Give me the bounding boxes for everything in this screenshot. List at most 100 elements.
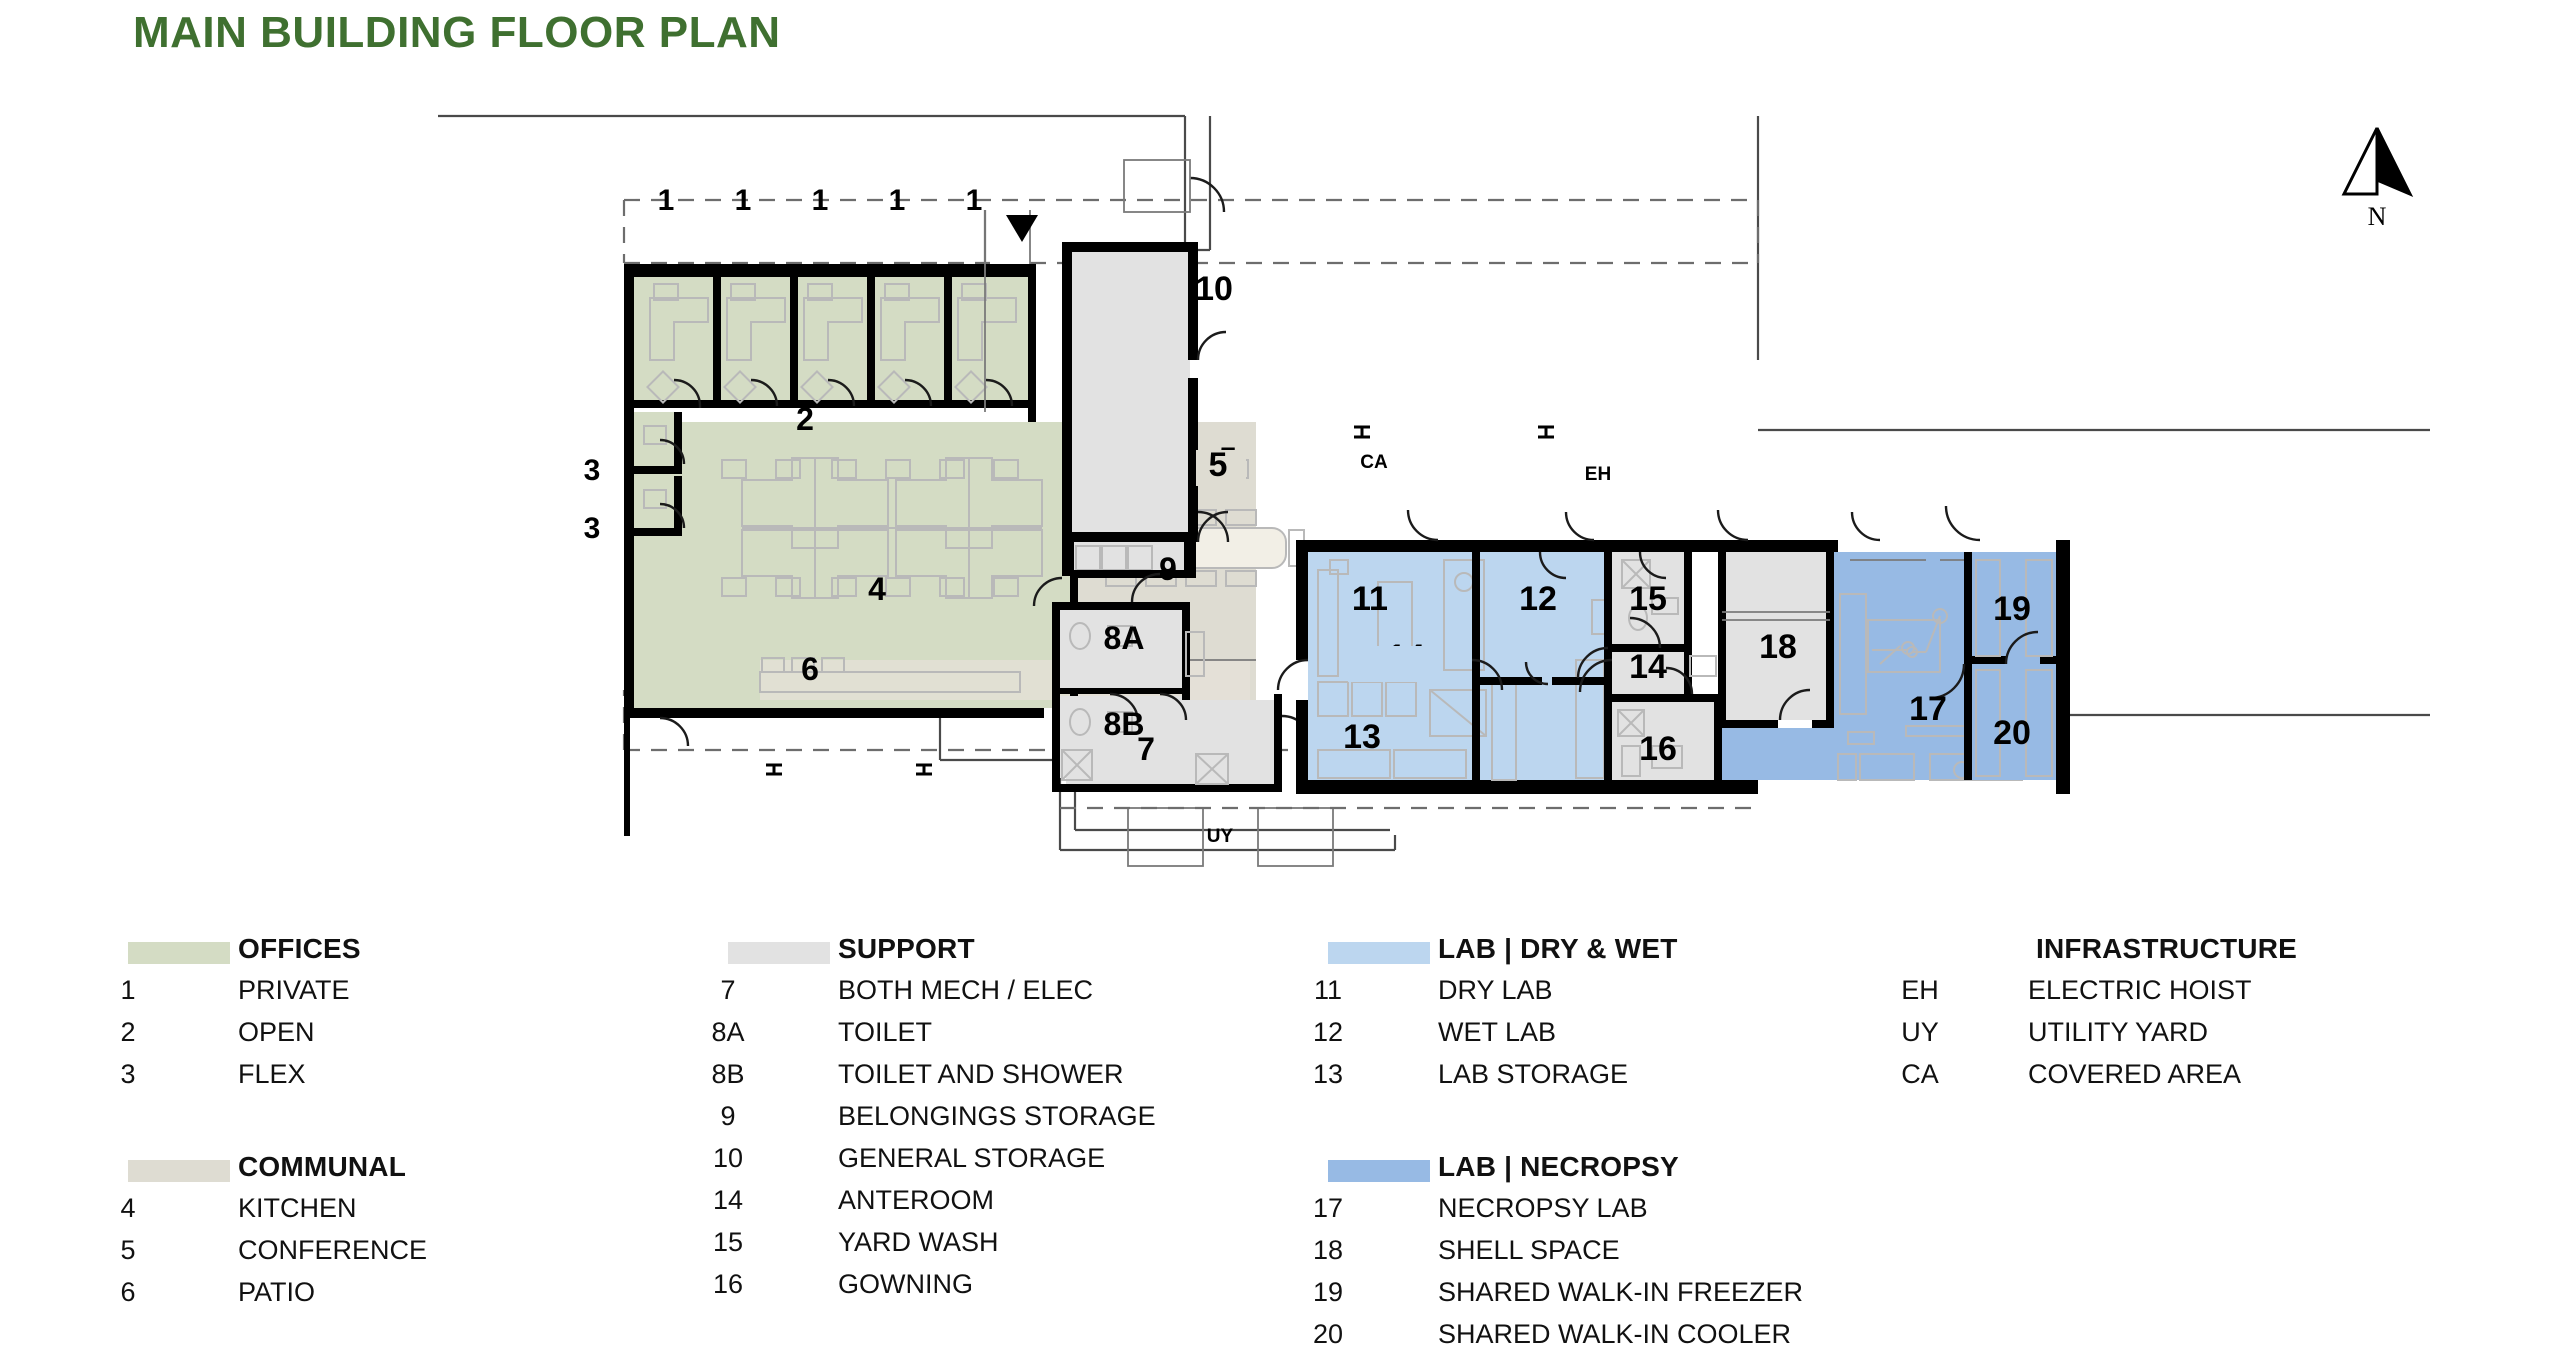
svg-text:6: 6: [801, 651, 819, 687]
svg-text:2: 2: [796, 401, 814, 437]
legend-column-2: SUPPORT 7 BOTH MECH / ELEC 8A TOILET 8B …: [711, 933, 1328, 1311]
legend-item-label: TOILET: [838, 1017, 933, 1047]
legend-heading-infrastructure: INFRASTRUCTURE: [1918, 933, 2518, 975]
legend-group-communal: COMMUNAL 4 KITCHEN 5 CONFERENCE 6 PATIO: [120, 1151, 728, 1319]
legend-heading-label: SUPPORT: [838, 933, 975, 964]
legend-item-number: 8A: [711, 1017, 745, 1047]
legend-item-number: 9: [720, 1101, 736, 1131]
svg-text:5: 5: [1209, 446, 1228, 484]
legend-item-number: 8B: [711, 1059, 745, 1089]
svg-text:11: 11: [1352, 580, 1388, 618]
legend-item: 18 SHELL SPACE: [1313, 1235, 1918, 1277]
svg-text:1: 1: [812, 184, 829, 217]
legend-item-number: 19: [1312, 1277, 1344, 1307]
legend-item: 8B TOILET AND SHOWER: [711, 1059, 1328, 1101]
legend-item: 14 ANTEROOM: [713, 1185, 1328, 1227]
legend-item-number: 1: [120, 975, 136, 1005]
legend-item-label: WET LAB: [1438, 1017, 1557, 1047]
legend-item-label: KITCHEN: [238, 1193, 357, 1223]
legend-item: 5 CONFERENCE: [120, 1235, 728, 1277]
legend-item-number: 18: [1312, 1235, 1344, 1265]
svg-text:14: 14: [1629, 648, 1667, 686]
legend-heading-offices: OFFICES: [128, 933, 728, 975]
svg-text:7: 7: [1137, 731, 1155, 767]
legend-item-label: BOTH MECH / ELEC: [838, 975, 1094, 1005]
legend-heading-lab-necropsy: LAB | NECROPSY: [1328, 1151, 1918, 1193]
svg-text:4: 4: [868, 571, 886, 607]
legend-item-label: CONFERENCE: [238, 1235, 428, 1265]
legend-item-label: PATIO: [238, 1277, 316, 1307]
legend-item: 11 DRY LAB: [1314, 975, 1918, 1017]
svg-text:9: 9: [1159, 551, 1177, 587]
entry-marker: [1006, 215, 1038, 242]
legend-item-number: 10: [712, 1143, 744, 1173]
legend-group-lab-dry-wet: LAB | DRY & WET 11 DRY LAB 12 WET LAB 13…: [1313, 933, 1918, 1101]
legend-column-1: OFFICES 1 PRIVATE 2 OPEN 3 FLEX: [120, 933, 728, 1319]
legend-heading-communal: COMMUNAL: [128, 1151, 728, 1193]
legend-item-label: BELONGINGS STORAGE: [838, 1101, 1156, 1131]
legend-item: 7 BOTH MECH / ELEC: [720, 975, 1328, 1017]
legend-item: CA COVERED AREA: [1901, 1059, 2518, 1101]
legend-item-number: CA: [1901, 1059, 1939, 1089]
legend-item: 10 GENERAL STORAGE: [713, 1143, 1328, 1185]
legend-item-number: EH: [1901, 975, 1939, 1005]
column-marker: [1354, 425, 1554, 439]
legend: OFFICES 1 PRIVATE 2 OPEN 3 FLEX: [0, 933, 2560, 1355]
swatch-support: [728, 942, 830, 964]
legend-item-number: 5: [120, 1235, 136, 1265]
legend-group-support: SUPPORT 7 BOTH MECH / ELEC 8A TOILET 8B …: [711, 933, 1328, 1311]
legend-item-number: 20: [1312, 1319, 1344, 1349]
legend-item-label: GENERAL STORAGE: [838, 1143, 1106, 1173]
svg-text:1: 1: [658, 184, 675, 217]
legend-item-label: NECROPSY LAB: [1438, 1193, 1648, 1223]
svg-text:13: 13: [1343, 718, 1381, 756]
legend-item-label: OPEN: [238, 1017, 315, 1047]
legend-item: 16 GOWNING: [713, 1269, 1328, 1311]
north-arrow: N: [2330, 120, 2450, 240]
legend-item: 17 NECROPSY LAB: [1313, 1193, 1918, 1235]
legend-item: 12 WET LAB: [1313, 1017, 1918, 1059]
svg-text:10: 10: [1195, 270, 1233, 308]
electric-hoist-tag: EH: [1585, 464, 1611, 485]
legend-item: 3 FLEX: [120, 1059, 728, 1101]
legend-item: 9 BELONGINGS STORAGE: [720, 1101, 1328, 1143]
legend-spacer: [1328, 1101, 1918, 1153]
legend-item: 20 SHARED WALK-IN COOLER: [1313, 1319, 1918, 1361]
svg-text:3: 3: [584, 512, 601, 545]
legend-item-label: COVERED AREA: [2028, 1059, 2242, 1089]
legend-spacer: [128, 1101, 728, 1153]
legend-group-offices: OFFICES 1 PRIVATE 2 OPEN 3 FLEX: [120, 933, 728, 1101]
swatch-lab-dry-wet: [1328, 942, 1430, 964]
svg-text:20: 20: [1993, 714, 2031, 752]
legend-item-label: ANTEROOM: [838, 1185, 995, 1215]
legend-item-number: UY: [1901, 1017, 1939, 1047]
legend-item-number: 17: [1312, 1193, 1344, 1223]
legend-item: 4 KITCHEN: [120, 1193, 728, 1235]
legend-item-number: 3: [120, 1059, 136, 1089]
legend-item-label: DRY LAB: [1438, 975, 1553, 1005]
svg-text:12: 12: [1519, 580, 1557, 618]
legend-item-label: SHELL SPACE: [1438, 1235, 1620, 1265]
legend-item: 13 LAB STORAGE: [1313, 1059, 1918, 1101]
legend-heading-label: LAB | DRY & WET: [1438, 933, 1678, 964]
svg-text:1: 1: [735, 184, 752, 217]
legend-heading-label: LAB | NECROPSY: [1438, 1151, 1679, 1182]
legend-heading-lab-dry-wet: LAB | DRY & WET: [1328, 933, 1918, 975]
legend-item-label: SHARED WALK-IN COOLER: [1438, 1319, 1792, 1349]
svg-text:15: 15: [1629, 580, 1667, 618]
legend-item-label: SHARED WALK-IN FREEZER: [1438, 1277, 1804, 1307]
legend-item-label: PRIVATE: [238, 975, 350, 1005]
legend-item-number: 14: [712, 1185, 744, 1215]
legend-item-label: TOILET AND SHOWER: [838, 1059, 1124, 1089]
svg-text:11: 11: [1352, 580, 1388, 618]
legend-item: 15 YARD WASH: [713, 1227, 1328, 1269]
legend-heading-support: SUPPORT: [728, 933, 1328, 975]
legend-group-lab-necropsy: LAB | NECROPSY 17 NECROPSY LAB 18 SHELL …: [1313, 1151, 1918, 1361]
legend-item: 19 SHARED WALK-IN FREEZER: [1313, 1277, 1918, 1319]
swatch-lab-necropsy: [1328, 1160, 1430, 1182]
legend-column-3: LAB | DRY & WET 11 DRY LAB 12 WET LAB 13…: [1313, 933, 1918, 1361]
legend-heading-label: COMMUNAL: [238, 1151, 407, 1182]
legend-item-number: 11: [1313, 975, 1343, 1005]
legend-item-number: 15: [712, 1227, 744, 1257]
